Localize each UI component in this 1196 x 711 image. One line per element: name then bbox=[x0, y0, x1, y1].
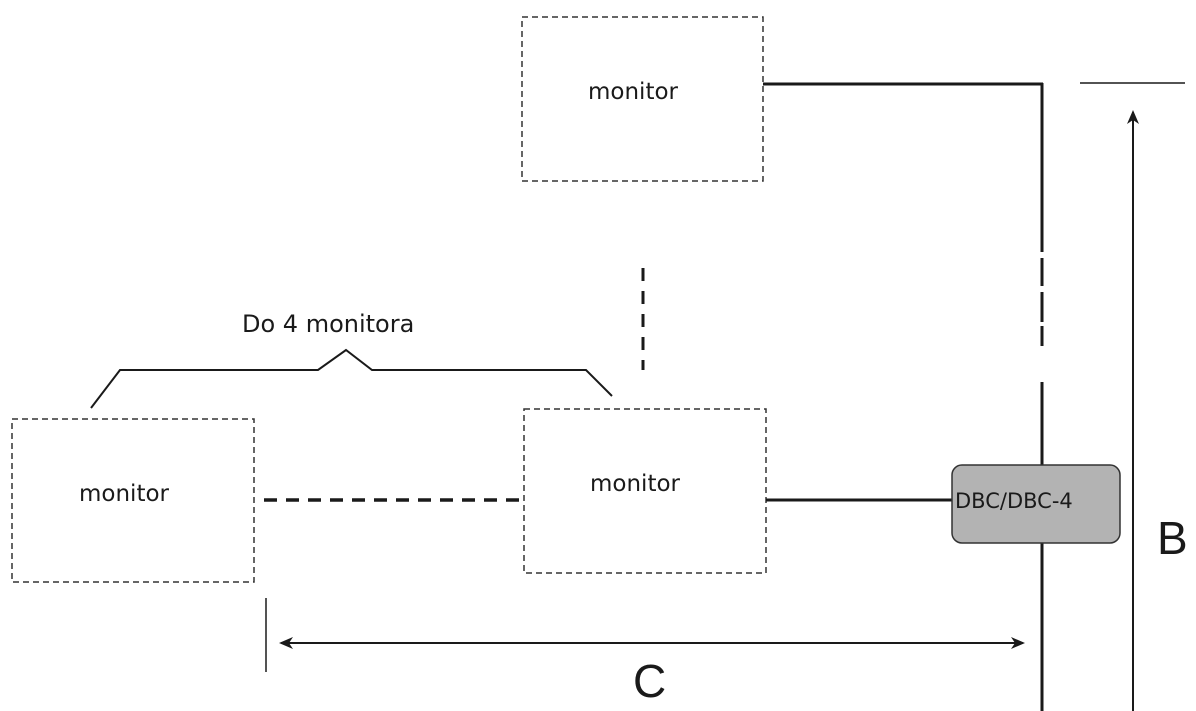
monitor-label-middle: monitor bbox=[590, 471, 680, 497]
device-label: DBC/DBC-4 bbox=[955, 489, 1073, 513]
monitor-label-left: monitor bbox=[79, 481, 169, 507]
monitor-box-left bbox=[11, 418, 255, 583]
brace bbox=[90, 348, 613, 409]
monitor-box-middle bbox=[523, 408, 767, 574]
brace-label: Do 4 monitora bbox=[242, 310, 415, 338]
dimension-label-b: B bbox=[1157, 512, 1188, 564]
monitor-box-top bbox=[521, 16, 764, 182]
device-box bbox=[951, 464, 1121, 544]
dimension-label-c: C bbox=[633, 655, 667, 707]
monitor-label-top: monitor bbox=[588, 79, 678, 105]
